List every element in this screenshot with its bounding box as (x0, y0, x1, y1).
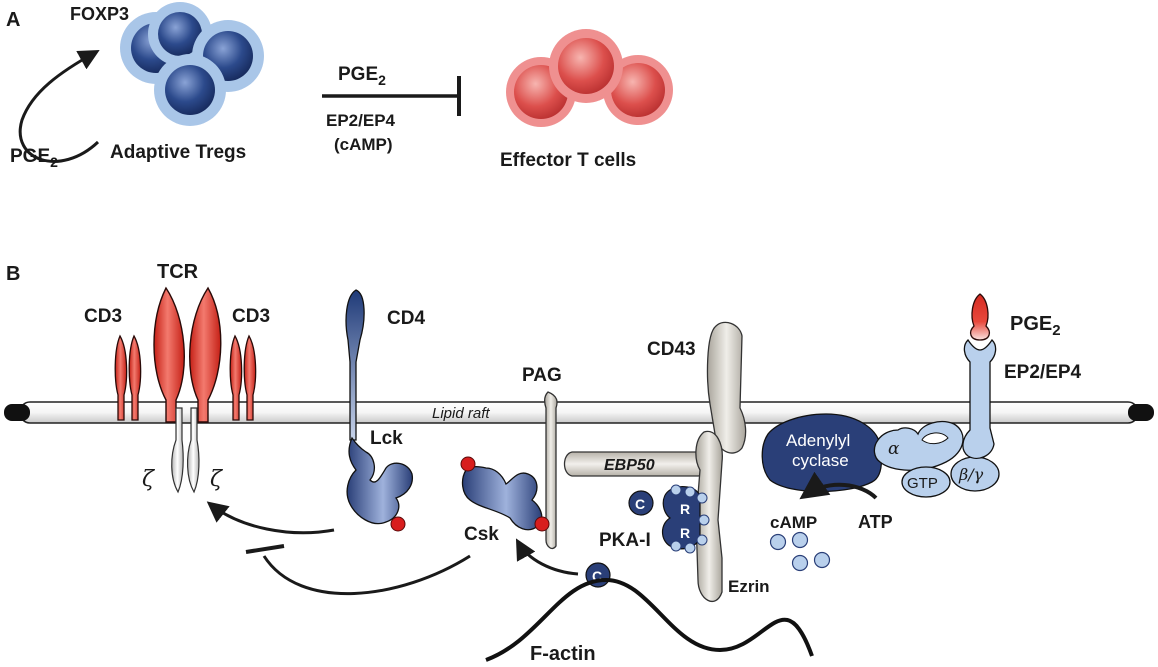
pka-label: PKA-I (599, 530, 651, 551)
membrane-left-end (4, 404, 30, 421)
f-actin-filament (485, 577, 814, 662)
f-actin-label: F-actin (530, 643, 596, 665)
membrane-right-end (1128, 404, 1154, 421)
alpha-label: α (888, 439, 900, 459)
adaptive-treg-cluster (120, 2, 264, 126)
pag-adaptor (544, 391, 558, 550)
pka-c-to-csk-arrow (515, 538, 579, 576)
csk-inhibits-lck-line (262, 554, 471, 595)
tcr-complex (114, 286, 257, 494)
inhibit-pge2-label: PGE2 (338, 64, 386, 88)
gtp-label: GTP (907, 475, 938, 492)
csk-kinase (461, 466, 543, 531)
tcr-label: TCR (157, 261, 199, 283)
atp-to-camp-arrow (799, 471, 878, 500)
csk-phospho-site-2 (534, 516, 550, 532)
effector-t-cells-label: Effector T cells (500, 150, 636, 171)
pka-c-label: C (635, 496, 645, 512)
csk-label: Csk (464, 524, 499, 545)
panel-b: B Lipid raft TCR CD3 CD3 ζ ζ CD4 (4, 261, 1154, 665)
atp-label: ATP (858, 512, 893, 532)
adenylyl-cyclase-label-1: Adenylyl (786, 431, 850, 450)
camp-label: (cAMP) (334, 135, 393, 154)
gtp-molecule (901, 466, 951, 498)
pge2-ligand (969, 293, 991, 341)
ep2-ep4-receptor (962, 338, 997, 459)
pge2-loop-label: PGE2 (10, 146, 58, 170)
ep-receptor-label: EP2/EP4 (1004, 362, 1082, 383)
lck-kinase (346, 436, 414, 525)
pge2-label: PGE2 (1010, 313, 1061, 339)
pge2-loop-arrow (18, 49, 100, 163)
panel-b-letter: B (6, 263, 20, 285)
pka-holoenzyme (661, 484, 710, 554)
panel-a-letter: A (6, 9, 20, 31)
panel-a: A FOXP3 PGE2 Adaptive Tregs PGE2 EP2/EP4… (6, 2, 673, 171)
camp-molecules (769, 531, 831, 572)
lck-to-zeta-arrow (206, 501, 335, 535)
cd4-label: CD4 (387, 308, 425, 329)
ezrin-linker (695, 430, 723, 603)
pka-catalytic-subunit (628, 490, 654, 516)
ebp50-label: EBP50 (604, 457, 655, 474)
adenylyl-cyclase-label-2: cyclase (792, 451, 849, 470)
pka-free-c-label: C (592, 568, 602, 584)
csk-inhibits-lck-bar (245, 544, 285, 554)
cd3-right-label: CD3 (232, 306, 270, 327)
beta-gamma-label: β/γ (958, 465, 984, 484)
lck-label: Lck (370, 428, 403, 449)
pka-r1-label: R (680, 501, 690, 517)
foxp3-label: FOXP3 (70, 4, 129, 24)
pag-label: PAG (522, 365, 562, 386)
ezrin-label: Ezrin (728, 577, 770, 596)
ep2-ep4-label: EP2/EP4 (326, 111, 396, 130)
adaptive-tregs-label: Adaptive Tregs (110, 142, 246, 163)
pka-r2-label: R (680, 525, 690, 541)
cd3-left-label: CD3 (84, 306, 122, 327)
lipid-raft-label: Lipid raft (432, 405, 490, 422)
zeta-right-label: ζ (210, 467, 224, 492)
camp-label-b: cAMP (770, 513, 817, 532)
zeta-left-label: ζ (142, 467, 156, 492)
csk-phospho-site-1 (460, 456, 476, 472)
effector-t-cell-cluster (506, 29, 673, 127)
lck-phospho-site (390, 516, 406, 532)
cd43-receptor (706, 321, 747, 454)
adenylyl-cyclase (761, 413, 883, 493)
cd43-label: CD43 (647, 339, 696, 360)
